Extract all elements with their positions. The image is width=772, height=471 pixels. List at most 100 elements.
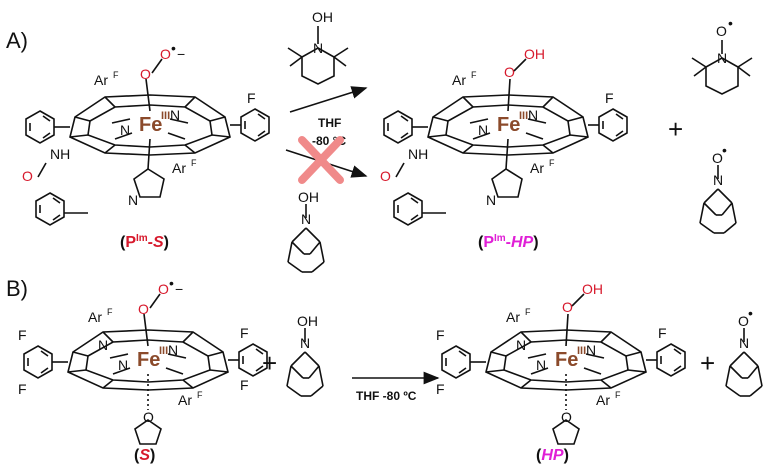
plus-sign-b-2: + (700, 348, 715, 378)
reactant-b-label: (S) (134, 447, 155, 464)
svg-text:O: O (561, 409, 572, 425)
svg-text:N: N (516, 337, 526, 353)
product-a-molecule: Fe III N N O OH Ar F Ar F F NH O N (380, 46, 628, 226)
svg-text:OH: OH (582, 281, 603, 297)
hydroperoxo-oh: OH (524, 46, 545, 62)
svg-text:Ar: Ar (506, 309, 520, 325)
no-reaction-cross (298, 136, 344, 184)
svg-text:F: F (549, 158, 555, 168)
amide-nh: NH (50, 146, 70, 162)
svg-text:Ar: Ar (452, 72, 466, 88)
product-b-label: (HP) (536, 447, 569, 464)
svg-text:N: N (300, 335, 310, 351)
svg-text:•: • (748, 305, 753, 321)
iron-atom: Fe (139, 114, 162, 136)
amide-oxygen: O (22, 168, 33, 184)
svg-text:O: O (143, 409, 154, 425)
svg-text:N: N (98, 337, 108, 353)
iron-oxidation-state: III (519, 110, 528, 122)
svg-text:•: • (722, 142, 727, 158)
superoxo-charge: − (177, 46, 185, 62)
svg-text:F: F (107, 307, 113, 317)
svg-text:O: O (716, 23, 727, 39)
azabicyclic-nitroxyl-radical-a: O • N (699, 142, 737, 234)
porphyrin-n-left: N (120, 122, 130, 138)
svg-text:Fe: Fe (137, 349, 160, 371)
svg-text:F: F (615, 390, 621, 400)
reactant-a-label: (PIm-S) (120, 233, 169, 251)
reactant-b-molecule: Fe III N N N O O • − Ar F Ar F F F F F O (18, 275, 268, 445)
iron-atom: Fe (497, 114, 520, 136)
svg-text:F: F (197, 390, 203, 400)
azabicyclic-hydroxylamine-b: OH N (286, 313, 324, 397)
svg-text:F: F (605, 90, 614, 106)
svg-text:F: F (18, 381, 27, 397)
svg-text:F: F (240, 325, 249, 341)
svg-text:OH: OH (297, 313, 318, 329)
svg-text:Ar: Ar (530, 160, 544, 176)
svg-text:F: F (113, 70, 119, 80)
svg-text:N: N (536, 357, 546, 373)
arf-top-label: Ar (94, 72, 108, 88)
svg-text:N: N (313, 40, 323, 56)
svg-text:O: O (138, 301, 149, 317)
fluorine-right: F (247, 90, 256, 106)
svg-text:N: N (713, 172, 723, 188)
svg-text:•: • (728, 15, 733, 31)
arf-bottom-label: Ar (172, 160, 186, 176)
svg-text:N: N (586, 342, 596, 358)
reaction-arrow-a-top (289, 86, 368, 113)
plus-sign-b-1: + (262, 348, 277, 378)
svg-text:NH: NH (408, 146, 428, 162)
svg-text:O: O (562, 299, 573, 315)
panel-b-label: B) (6, 276, 28, 301)
tempo-h-reagent: N OH (287, 9, 349, 85)
svg-text:F: F (436, 327, 445, 343)
svg-text:III: III (577, 345, 586, 357)
conditions-label-b: THF -80 ºC (356, 389, 417, 403)
svg-text:N: N (478, 122, 488, 138)
hydroperoxo-oxygen-1: O (504, 64, 515, 80)
svg-text:N: N (528, 107, 538, 123)
svg-text:O: O (738, 313, 749, 329)
imidazole-n: N (128, 192, 138, 208)
porphyrin-n-right: N (170, 107, 180, 123)
svg-text:N: N (118, 357, 128, 373)
svg-text:Ar: Ar (596, 392, 610, 408)
svg-text:F: F (18, 327, 27, 343)
svg-text:N: N (486, 192, 496, 208)
superoxo-oxygen-1: O (140, 66, 151, 82)
svg-text:O: O (158, 281, 169, 297)
reactant-a-molecule: Fe III N N O O • − Ar F Ar F F NH O N (22, 40, 270, 226)
svg-text:Ar: Ar (178, 392, 192, 408)
svg-text:F: F (658, 325, 667, 341)
svg-text:Fe: Fe (555, 349, 578, 371)
hydroxyl-group: OH (312, 9, 333, 25)
iron-oxidation-state: III (161, 110, 170, 122)
svg-text:F: F (436, 381, 445, 397)
svg-text:N: N (717, 50, 727, 66)
svg-text:O: O (712, 150, 723, 166)
svg-text:III: III (159, 345, 168, 357)
superoxo-radical: • (171, 40, 176, 56)
svg-text:N: N (301, 211, 311, 227)
svg-text:N: N (739, 335, 749, 351)
svg-text:N: N (168, 342, 178, 358)
product-b-molecule: Fe III N N N O OH Ar F Ar F F F F O (436, 281, 686, 445)
product-a-label: (PIm-HP) (478, 233, 539, 251)
panel-a-label: A) (6, 28, 28, 53)
plus-sign-a: + (668, 114, 683, 144)
svg-text:F: F (525, 307, 531, 317)
svg-text:Ar: Ar (88, 309, 102, 325)
superoxo-oxygen-2: O (160, 46, 171, 62)
svg-text:OH: OH (298, 189, 319, 205)
azabicyclic-nitroxyl-radical-b: O • N (725, 305, 763, 397)
svg-text:F: F (471, 70, 477, 80)
solvent-label-a: THF (318, 116, 341, 130)
svg-text:F: F (191, 158, 197, 168)
azabicyclic-hydroxylamine-reagent: OH N (287, 189, 325, 273)
svg-text:−: − (175, 281, 183, 297)
tempo-radical: N O • (691, 15, 753, 95)
svg-text:F: F (240, 377, 249, 393)
